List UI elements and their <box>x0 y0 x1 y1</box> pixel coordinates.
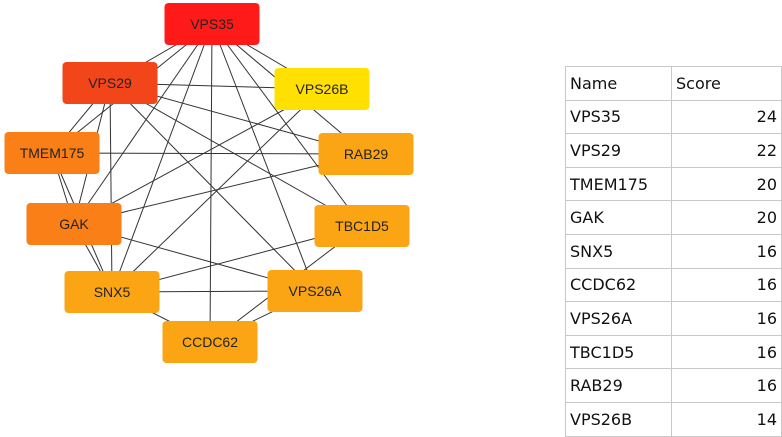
score-cell: 16 <box>671 267 782 303</box>
node-label: RAB29 <box>344 146 389 162</box>
table-row: VPS26A 16 <box>565 301 782 336</box>
edge-vps35-vps26a <box>211 23 316 292</box>
node-tbc1d5: TBC1D5 <box>314 205 410 247</box>
score-cell: 22 <box>671 133 782 168</box>
node-box <box>62 62 158 104</box>
node-box <box>274 68 370 110</box>
node-label: GAK <box>59 216 89 232</box>
score-cell: 16 <box>671 334 782 370</box>
score-table: Name Score VPS35 24 VPS29 22 TMEM175 20 … <box>565 66 782 437</box>
node-vps35: VPS35 <box>164 3 260 45</box>
table-row: VPS29 22 <box>565 133 782 168</box>
node-ccdc62: CCDC62 <box>162 321 258 363</box>
node-rab29: RAB29 <box>318 133 414 175</box>
table-row: TBC1D5 16 <box>565 334 782 370</box>
node-box <box>64 271 160 313</box>
score-column-header: Score <box>671 66 782 101</box>
table-row: VPS26B 14 <box>565 401 782 437</box>
edge-vps29-vps26a <box>109 82 316 292</box>
node-vps26a: VPS26A <box>267 270 363 312</box>
table-row: CCDC62 16 <box>565 267 782 303</box>
node-label: VPS26A <box>289 283 343 299</box>
score-cell: 20 <box>671 200 782 235</box>
node-vps26b: VPS26B <box>274 68 370 110</box>
node-box <box>26 203 122 245</box>
gene-name-cell: VPS35 <box>565 99 672 135</box>
edge-vps26b-snx5 <box>111 88 323 293</box>
gene-name-cell: RAB29 <box>565 368 672 403</box>
gene-name-cell: VPS29 <box>565 133 672 168</box>
edge-vps26b-gak <box>73 88 323 225</box>
node-box <box>267 270 363 312</box>
score-cell: 16 <box>671 233 782 269</box>
node-box <box>164 3 260 45</box>
table-header-row: Name Score <box>565 66 782 101</box>
gene-name-cell: TBC1D5 <box>565 334 672 370</box>
name-column-header: Name <box>565 66 672 101</box>
gene-name-cell: TMEM175 <box>565 166 672 202</box>
table-row: GAK 20 <box>565 200 782 235</box>
gene-name-cell: GAK <box>565 200 672 235</box>
edge-vps29-tbc1d5 <box>109 82 363 227</box>
score-cell: 14 <box>671 401 782 437</box>
node-label: VPS29 <box>88 75 132 91</box>
node-label: TBC1D5 <box>335 218 389 234</box>
score-cell: 16 <box>671 368 782 403</box>
gene-name-cell: CCDC62 <box>565 267 672 303</box>
table-row: SNX5 16 <box>565 233 782 269</box>
gene-name-cell: VPS26B <box>565 401 672 437</box>
node-label: CCDC62 <box>182 334 238 350</box>
gene-name-cell: SNX5 <box>565 233 672 269</box>
node-box <box>162 321 258 363</box>
node-tmem175: TMEM175 <box>4 132 100 174</box>
edge-vps35-gak <box>73 23 213 225</box>
edge-gak-rab29 <box>73 153 367 225</box>
node-label: VPS26B <box>296 81 349 97</box>
table-row: RAB29 16 <box>565 368 782 403</box>
edge-vps35-tbc1d5 <box>211 23 363 227</box>
score-cell: 16 <box>671 301 782 336</box>
node-label: VPS35 <box>190 16 234 32</box>
node-snx5: SNX5 <box>64 271 160 313</box>
node-label: SNX5 <box>94 284 131 300</box>
node-gak: GAK <box>26 203 122 245</box>
table-row: VPS35 24 <box>565 99 782 135</box>
score-cell: 24 <box>671 99 782 135</box>
edge-vps35-ccdc62 <box>209 23 213 343</box>
table-row: TMEM175 20 <box>565 166 782 202</box>
node-vps29: VPS29 <box>62 62 158 104</box>
edge-vps35-snx5 <box>111 23 213 293</box>
node-box <box>4 132 100 174</box>
node-box <box>318 133 414 175</box>
gene-name-cell: VPS26A <box>565 301 672 336</box>
score-cell: 20 <box>671 166 782 202</box>
edge-vps29-snx5 <box>109 82 113 293</box>
node-label: TMEM175 <box>20 145 85 161</box>
node-box <box>314 205 410 247</box>
edge-tmem175-rab29 <box>51 152 367 155</box>
